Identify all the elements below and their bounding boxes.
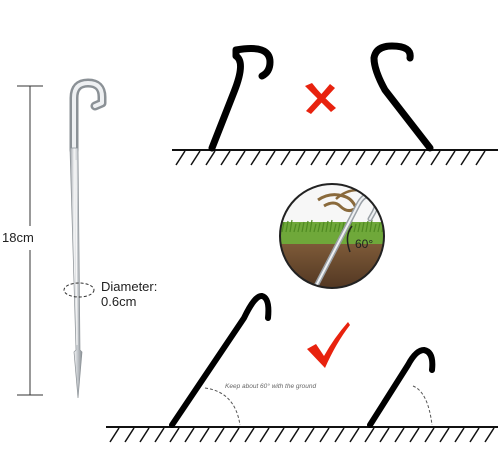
photo-inset	[279, 183, 388, 289]
diameter-value: 0.6cm	[101, 294, 137, 309]
hatch-line	[229, 427, 240, 443]
hatch-line	[184, 427, 195, 443]
wrong-stake-left	[208, 45, 274, 152]
hatch-line	[109, 427, 120, 443]
hatch-line	[205, 150, 216, 166]
hatch-line	[220, 150, 231, 166]
hatch-line	[445, 150, 456, 166]
hatch-line	[235, 150, 246, 166]
angle-label: 60°	[355, 237, 374, 251]
grass-blade	[337, 222, 341, 233]
hatch-line	[424, 427, 435, 443]
hatch-line	[469, 427, 480, 443]
hatch-line	[154, 427, 165, 443]
diameter-title: Diameter:	[101, 279, 158, 294]
length-dimension	[17, 85, 43, 396]
hatch-line	[400, 150, 411, 166]
angle-arc-small	[412, 385, 433, 426]
hatch-line	[394, 427, 405, 443]
hatch-line	[475, 150, 486, 166]
hatch-line	[259, 427, 270, 443]
hatch-line	[265, 150, 276, 166]
grass-blade	[325, 220, 329, 233]
angle-arc-large	[204, 387, 241, 426]
length-label: 18cm	[2, 230, 34, 245]
hatch-line	[250, 150, 261, 166]
hatch-line	[325, 150, 336, 166]
grass-blade	[369, 219, 373, 233]
grass-blade	[373, 223, 377, 233]
hatch-line	[304, 427, 315, 443]
cross-mark-icon	[305, 83, 336, 114]
grass-blade	[289, 219, 293, 233]
hatch-line	[139, 427, 150, 443]
hatch-line	[319, 427, 330, 443]
hatch-line	[370, 150, 381, 166]
grass-blade	[357, 222, 361, 233]
hatch-line	[244, 427, 255, 443]
hatch-line	[190, 150, 201, 166]
grass-blade	[386, 221, 388, 232]
grass-blade	[301, 221, 305, 233]
grass-blade	[297, 222, 301, 233]
hatch-line	[334, 427, 345, 443]
correct-stake-large	[169, 293, 272, 428]
grass-blade	[333, 223, 337, 233]
hatch-line	[454, 427, 465, 443]
grass-blade	[281, 221, 285, 233]
grass-blade	[305, 220, 309, 233]
hatch-line	[430, 150, 441, 166]
hatch-line	[460, 150, 471, 166]
hatch-line	[340, 150, 351, 166]
hatch-line	[310, 150, 321, 166]
grass-blade	[293, 223, 297, 233]
hatch-line	[409, 427, 420, 443]
hatch-line	[280, 150, 291, 166]
hatch-line	[199, 427, 210, 443]
angle-note: Keep about 60° with the ground	[225, 383, 317, 390]
hatch-line	[274, 427, 285, 443]
hatch-line	[355, 150, 366, 166]
hatch-line	[379, 427, 390, 443]
ground-hatching-bottom	[109, 427, 495, 443]
hatch-line	[364, 427, 375, 443]
hatch-line	[124, 427, 135, 443]
check-mark-icon	[307, 322, 350, 368]
grass-blade	[309, 219, 313, 233]
hatch-line	[214, 427, 225, 443]
grass-blade	[353, 223, 357, 233]
hatch-line	[169, 427, 180, 443]
silver-stake	[69, 78, 107, 399]
hatch-line	[484, 427, 495, 443]
hatch-line	[385, 150, 396, 166]
hatch-line	[439, 427, 450, 443]
diameter-marker	[63, 282, 95, 298]
grass-blade	[285, 220, 289, 233]
grass-blade	[329, 219, 333, 233]
correct-stake-small	[367, 347, 436, 428]
grass-blade	[365, 220, 369, 233]
diameter-label: Diameter: 0.6cm	[101, 279, 157, 309]
hatch-line	[415, 150, 426, 166]
grass-blade	[377, 222, 381, 233]
hatch-line	[349, 427, 360, 443]
hatch-line	[295, 150, 306, 166]
hatch-line	[175, 150, 186, 166]
grass-blade	[317, 222, 321, 233]
grass-blade	[313, 223, 317, 233]
grass-blade	[321, 221, 325, 233]
grass-blade	[361, 221, 365, 233]
wrong-stake-right	[370, 42, 434, 152]
ground-hatching-top	[175, 150, 486, 166]
hatch-line	[289, 427, 300, 443]
